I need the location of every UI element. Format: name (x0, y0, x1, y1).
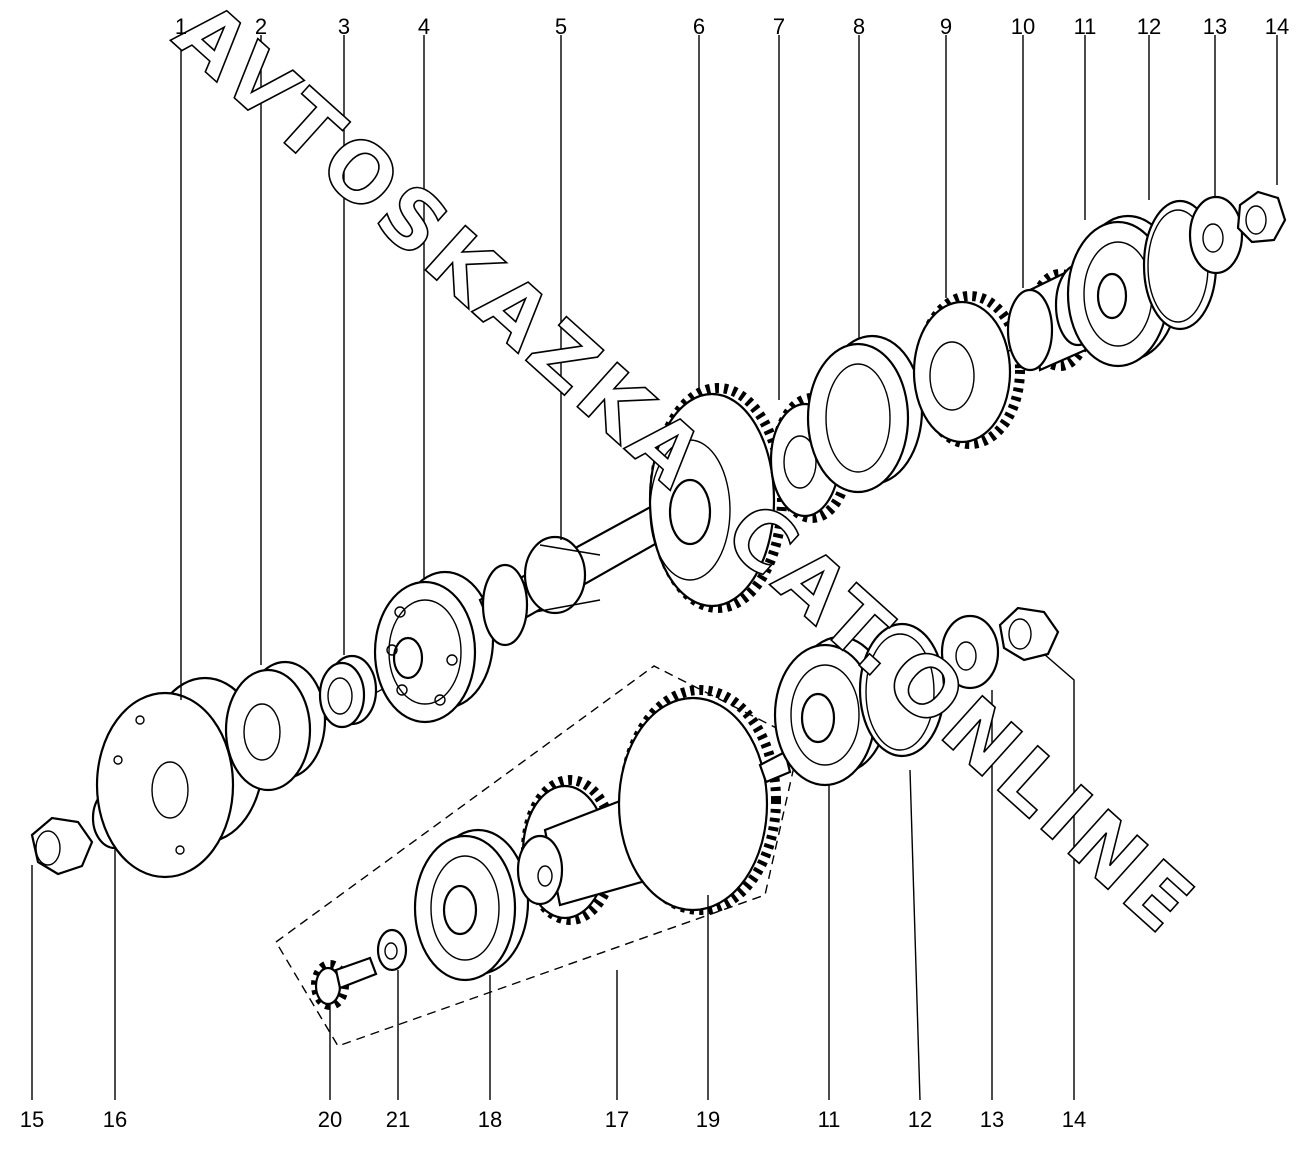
part-nut-lower (998, 606, 1060, 662)
watermark-line-1: AVTOSKAZKA (157, 0, 726, 510)
callout-10: 10 (1011, 14, 1035, 39)
part-washer-small (376, 928, 408, 972)
callout-2: 2 (255, 14, 267, 39)
callout-15: 15 (20, 1107, 44, 1132)
top-callouts: 1 2 3 4 5 6 7 8 9 10 11 12 13 14 (175, 14, 1289, 39)
callout-21: 21 (386, 1107, 410, 1132)
callout-14-lower: 14 (1062, 1107, 1086, 1132)
callout-14: 14 (1265, 14, 1289, 39)
callout-13-lower: 13 (980, 1107, 1004, 1132)
callout-12: 12 (1137, 14, 1161, 39)
part-ball-bearing-lower (413, 828, 530, 982)
part-washer-top (1188, 195, 1244, 275)
part-cluster-gear (516, 685, 792, 925)
callout-5: 5 (555, 14, 567, 39)
callout-8: 8 (853, 14, 865, 39)
part-ball-bearing-front (373, 570, 495, 724)
callout-6: 6 (693, 14, 705, 39)
part-oil-seal (224, 660, 327, 792)
bottom-callouts: 15 16 20 21 18 17 19 11 12 13 14 (20, 1107, 1086, 1132)
part-nut-top (1236, 190, 1287, 244)
callout-19: 19 (696, 1107, 720, 1132)
leader-lines (31, 35, 1278, 1101)
callout-1: 1 (175, 14, 187, 39)
callout-12-lower: 12 (908, 1107, 932, 1132)
part-helical-gear-large (648, 383, 787, 613)
callout-17: 17 (605, 1107, 629, 1132)
callout-11: 11 (1074, 14, 1097, 39)
callout-4: 4 (418, 14, 430, 39)
part-washer-lower (940, 614, 1000, 690)
callout-16: 16 (103, 1107, 127, 1132)
callout-3: 3 (338, 14, 350, 39)
part-spacer-ring (318, 654, 378, 729)
part-ball-bearing-rear (1066, 214, 1180, 368)
callout-13: 13 (1203, 14, 1227, 39)
part-snap-ring-lower (858, 622, 946, 758)
part-synchro-sleeve (806, 334, 924, 494)
callout-11-lower: 11 (818, 1107, 841, 1132)
callout-9: 9 (940, 14, 952, 39)
part-gear-third (912, 291, 1025, 449)
part-nut-left (30, 816, 94, 876)
callout-7: 7 (773, 14, 785, 39)
callout-18: 18 (478, 1107, 502, 1132)
callout-20: 20 (318, 1107, 342, 1132)
assembly-group-outline (275, 665, 801, 1047)
part-flange (95, 676, 265, 879)
part-small-pinion (311, 956, 378, 1010)
